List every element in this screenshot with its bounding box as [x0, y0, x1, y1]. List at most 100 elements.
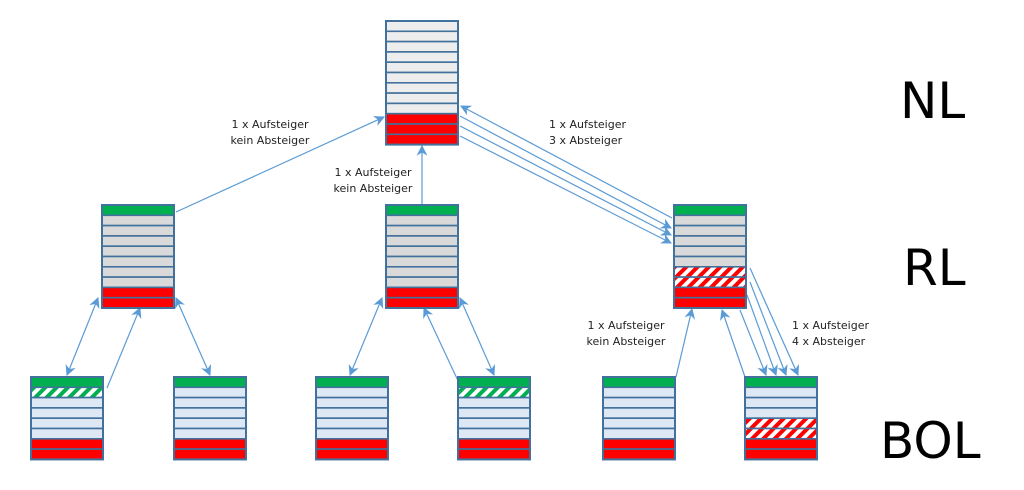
arrow-rl-right-up-nl — [460, 105, 673, 219]
league-row-gray — [385, 214, 459, 227]
annotation-line: 1 x Aufsteiger — [587, 319, 664, 332]
annotation-line: 1 x Aufsteiger — [549, 118, 626, 131]
league-row-lightblue — [457, 427, 531, 440]
league-row-lightblue — [315, 386, 389, 399]
league-row-lightblue — [744, 396, 818, 409]
arrow-nl-down-rl-right-3 — [459, 135, 672, 244]
league-row-gray — [101, 255, 175, 268]
annotation-line: 4 x Absteiger — [792, 335, 866, 348]
league-row-gray — [385, 245, 459, 258]
league-row-red — [385, 112, 459, 125]
annotation-rl-left-to-nl: 1 x Aufsteiger kein Absteiger — [231, 118, 310, 147]
league-row-red — [315, 448, 389, 461]
tier-label-nl: NL — [900, 72, 965, 130]
league-row-gray — [385, 265, 459, 278]
league-row-red — [385, 296, 459, 309]
league-block-bol-5 — [602, 376, 676, 461]
league-block-bol-6 — [744, 376, 818, 461]
league-row-green — [173, 376, 247, 389]
league-block-outline — [744, 376, 818, 461]
league-row-lightblue — [30, 396, 104, 409]
league-row-red — [30, 448, 104, 461]
league-row-red-hatch — [673, 276, 747, 289]
league-row-red — [101, 286, 175, 299]
arrow-nl-down-rl-right-1 — [459, 115, 672, 229]
league-block-outline — [457, 376, 531, 461]
league-block-outline — [173, 376, 247, 461]
league-row-lightblue — [457, 417, 531, 430]
arrow-bol-1-up-rl-left — [106, 307, 142, 389]
league-block-bol-1 — [30, 376, 104, 461]
league-row-gray — [101, 224, 175, 237]
league-row-gray — [101, 276, 175, 289]
league-block-bol-3 — [315, 376, 389, 461]
league-row-red — [101, 296, 175, 309]
league-row-green — [673, 204, 747, 217]
leagues-layer — [30, 20, 818, 461]
league-row-red — [602, 437, 676, 450]
league-row-red — [457, 448, 531, 461]
league-block-outline — [315, 376, 389, 461]
league-block-outline — [602, 376, 676, 461]
league-block-outline — [101, 204, 175, 309]
arrow-bol-4-up-rl-middle — [423, 307, 461, 386]
league-row-lightgray — [385, 40, 459, 53]
league-row-gray — [385, 276, 459, 289]
league-row-gray — [101, 235, 175, 247]
annotation-line: kein Absteiger — [231, 134, 310, 147]
league-row-red — [744, 437, 818, 450]
arrows-layer — [65, 105, 799, 389]
annotation-line: 1 x Aufsteiger — [231, 118, 308, 131]
league-row-lightgray — [385, 51, 459, 64]
annotation-rl-middle-to-nl: 1 x Aufsteiger kein Absteiger — [334, 166, 413, 195]
league-row-lightblue — [457, 396, 531, 409]
arrow-rl-left-up-nl — [175, 116, 385, 213]
league-row-gray — [385, 224, 459, 237]
league-row-lightblue — [602, 427, 676, 440]
league-row-lightblue — [315, 417, 389, 430]
league-row-green — [602, 376, 676, 389]
league-block-rl-right — [673, 204, 747, 309]
league-row-lightblue — [315, 427, 389, 440]
league-row-red — [673, 286, 747, 299]
league-row-red — [602, 448, 676, 461]
tier-label-bol: BOL — [880, 412, 981, 470]
league-row-lightblue — [602, 386, 676, 399]
annotation-bol-5-to-rl-right: 1 x Aufsteiger kein Absteiger — [587, 319, 666, 348]
league-row-lightblue — [173, 386, 247, 399]
league-row-red — [315, 437, 389, 450]
league-row-gray — [101, 265, 175, 278]
league-block-outline — [673, 204, 747, 309]
league-row-lightgray — [385, 82, 459, 94]
league-row-red — [30, 437, 104, 450]
league-row-lightgray — [385, 30, 459, 43]
league-block-outline — [30, 376, 104, 461]
league-row-gray — [101, 245, 175, 258]
league-row-lightblue — [173, 417, 247, 430]
league-row-gray — [673, 224, 747, 237]
annotation-bol-6-to-rl-right: 1 x Aufsteiger 4 x Absteiger — [792, 319, 869, 348]
league-row-lightblue — [30, 427, 104, 440]
league-row-gray — [673, 245, 747, 258]
annotation-line: 1 x Aufsteiger — [792, 319, 869, 332]
league-block-rl-left — [101, 204, 175, 309]
league-row-lightgray — [385, 102, 459, 115]
annotation-rl-right-to-nl: 1 x Aufsteiger 3 x Absteiger — [549, 118, 626, 147]
league-row-green — [457, 376, 531, 389]
league-row-gray — [385, 235, 459, 247]
league-row-lightgray — [385, 20, 459, 33]
arrow-rl-right-down-bol-6-1 — [739, 309, 768, 377]
league-row-red — [173, 448, 247, 461]
league-row-lightblue — [315, 407, 389, 419]
league-row-lightgray — [385, 61, 459, 74]
arrow-bol-5-up-rl-right — [675, 307, 696, 378]
league-row-green — [101, 204, 175, 217]
arrow-rl-left-bol-2 — [174, 297, 212, 376]
league-row-gray — [673, 235, 747, 247]
league-block-outline — [385, 204, 459, 309]
league-row-lightblue — [602, 417, 676, 430]
arrow-rl-left-bol-1 — [65, 296, 100, 377]
league-row-green-hatch — [457, 386, 531, 399]
league-row-red — [744, 448, 818, 461]
